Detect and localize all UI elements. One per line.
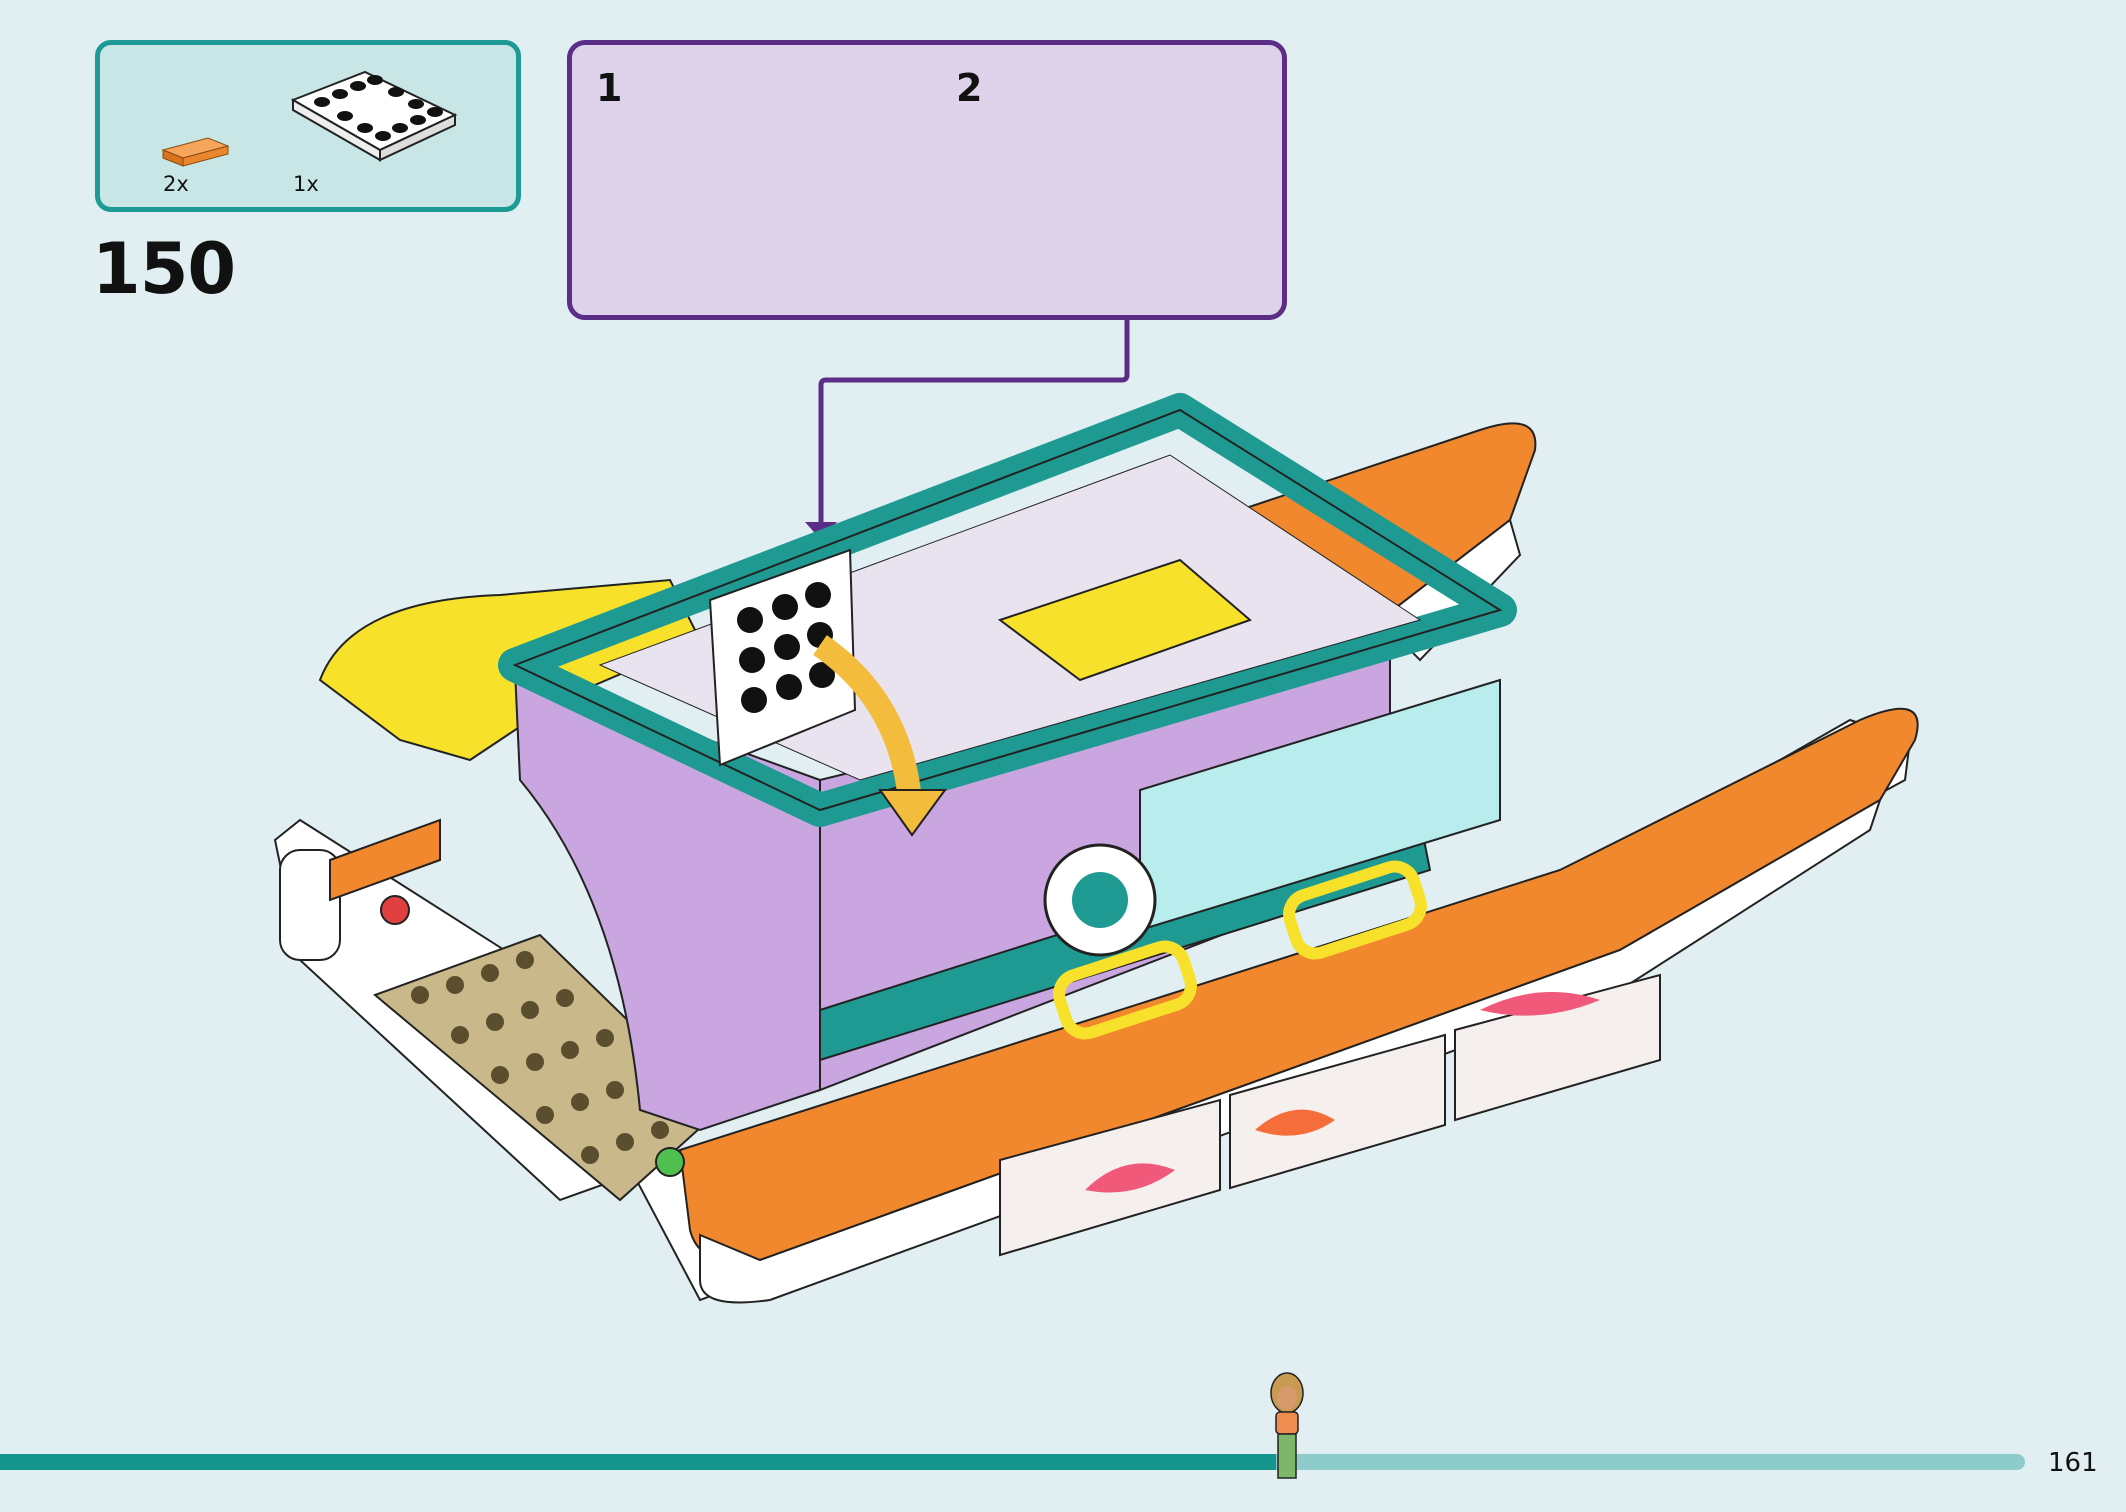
page-number: 161 bbox=[2048, 1448, 2098, 1478]
part-quantity-orange-tile: 2x bbox=[163, 172, 189, 196]
minifigure-progress-marker bbox=[1270, 1372, 1304, 1479]
substep-2-label: 2 bbox=[956, 66, 983, 110]
step-number: 150 bbox=[92, 228, 236, 310]
progress-track bbox=[0, 1454, 2025, 1470]
callout-arrow bbox=[818, 320, 1130, 530]
substep-1-label: 1 bbox=[596, 66, 623, 110]
part-quantity-white-plate: 1x bbox=[293, 172, 319, 196]
substep-callout bbox=[567, 40, 1287, 320]
progress-fill bbox=[0, 1454, 1276, 1470]
boat-model-illustration bbox=[273, 393, 1919, 1304]
